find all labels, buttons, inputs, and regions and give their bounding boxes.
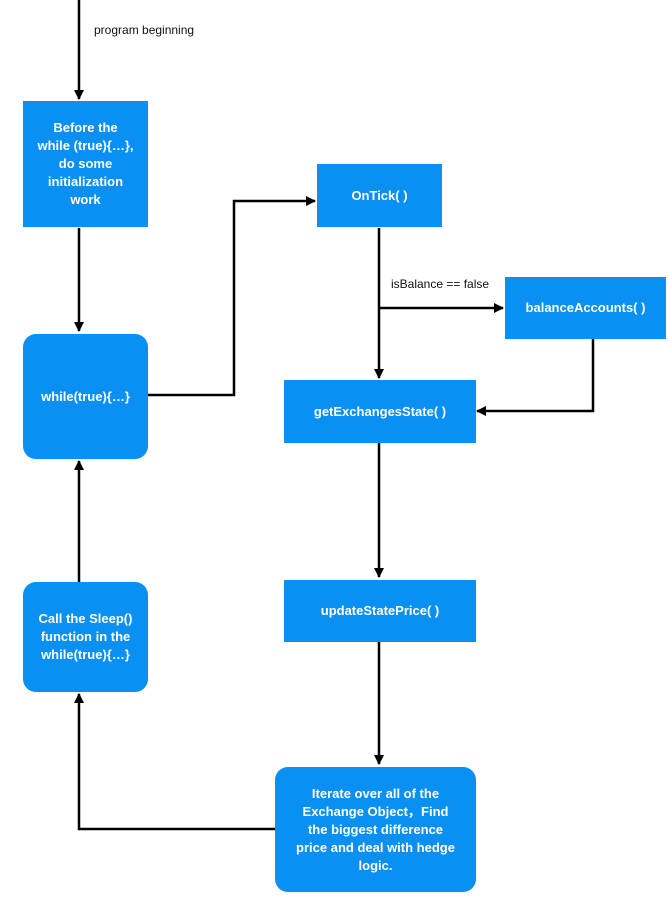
- label-program-beginning: program beginning: [94, 23, 195, 37]
- node-sleep: Call the Sleep() function in the while(t…: [23, 582, 148, 692]
- node-balance-accounts: balanceAccounts( ): [505, 277, 666, 339]
- node-ontick: OnTick( ): [317, 164, 442, 227]
- node-iterate-exchanges: Iterate over all of the Exchange Object，…: [275, 767, 476, 892]
- label-isbalance-false: isBalance == false: [391, 277, 490, 291]
- node-init: Before the while (true){…}, do some init…: [23, 101, 148, 227]
- node-while-loop: while(true){…}: [23, 334, 148, 459]
- node-get-exchanges-state: getExchangesState( ): [284, 380, 476, 443]
- arrow-while-to-ontick: [148, 196, 316, 397]
- arrow-iterate-to-sleep: [74, 693, 275, 831]
- arrow-balanceaccounts-to-getexchangesstate: [476, 339, 595, 416]
- node-update-state-price: updateStatePrice( ): [284, 580, 476, 642]
